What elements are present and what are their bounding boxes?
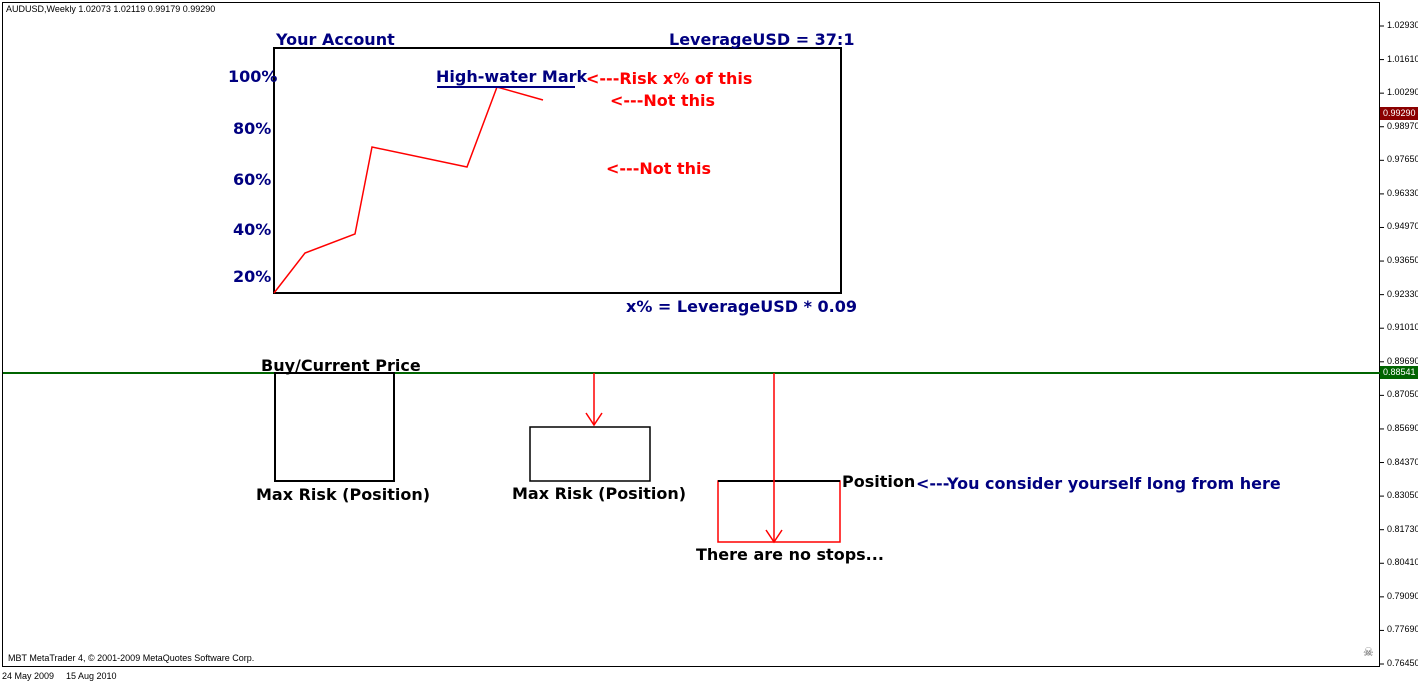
skull-icon[interactable]: ☠ <box>1363 645 1374 659</box>
line-price-tag: 0.88541 <box>1380 366 1418 379</box>
high-water-mark-label: High-water Mark <box>436 67 588 86</box>
y-axis-tick-label: 0.80410 <box>1387 557 1418 568</box>
y-axis-tick-label: 0.97650 <box>1387 154 1418 165</box>
y-axis-tick-label: 0.83050 <box>1387 490 1418 501</box>
equity-curve <box>273 86 544 294</box>
leverage-label: LeverageUSD = 37:1 <box>669 30 855 49</box>
y-label-80: 80% <box>233 119 272 138</box>
x-axis-date-2: 15 Aug 2010 <box>66 671 117 681</box>
y-axis-tick-label: 0.92330 <box>1387 288 1418 299</box>
y-axis-tick-label: 0.91010 <box>1387 322 1418 333</box>
y-axis-tick-label: 0.81730 <box>1387 523 1418 534</box>
y-label-100: 100% <box>228 67 278 86</box>
y-axis-tick-label: 1.01610 <box>1387 53 1418 64</box>
y-axis-tick-label: 0.98970 <box>1387 120 1418 131</box>
y-axis-tick-label: 0.79090 <box>1387 590 1418 601</box>
long-note: <---You consider yourself long from here <box>916 474 1281 493</box>
symbol-info: AUDUSD,Weekly 1.02073 1.02119 0.99179 0.… <box>6 4 216 14</box>
arrow-2-head <box>585 412 603 427</box>
copyright-text: MBT MetaTrader 4, © 2001-2009 MetaQuotes… <box>8 653 255 663</box>
y-axis-tick-label: 0.85690 <box>1387 422 1418 433</box>
y-axis-tick-label: 1.02930 <box>1387 20 1418 30</box>
formula-label: x% = LeverageUSD * 0.09 <box>626 297 857 316</box>
bid-price-tag: 0.99290 <box>1380 107 1418 120</box>
max-risk-label-1: Max Risk (Position) <box>256 485 431 504</box>
position-box <box>717 480 841 543</box>
chart-frame <box>2 2 1380 667</box>
max-risk-box-2 <box>529 426 651 482</box>
note-not-this-2: <---Not this <box>606 159 711 178</box>
max-risk-label-2: Max Risk (Position) <box>512 484 687 503</box>
buy-price-label: Buy/Current Price <box>261 356 421 375</box>
x-axis-date-1: 24 May 2009 <box>2 671 55 681</box>
y-axis-tick-label: 0.87050 <box>1387 389 1418 400</box>
no-stops-label: There are no stops... <box>696 545 884 564</box>
note-risk: <---Risk x% of this <box>586 69 753 88</box>
max-risk-box-1 <box>274 372 395 482</box>
y-axis-tick-label: 0.93650 <box>1387 255 1418 266</box>
y-label-60: 60% <box>233 170 272 189</box>
arrow-3-head <box>765 529 783 544</box>
y-axis-tick-label: 0.76450 <box>1387 658 1418 668</box>
y-axis-tick-label: 0.89690 <box>1387 355 1418 366</box>
y-axis-tick-marks <box>1380 25 1384 665</box>
note-not-this-1: <---Not this <box>610 91 715 110</box>
y-label-20: 20% <box>233 267 272 286</box>
y-label-40: 40% <box>233 220 272 239</box>
y-axis-tick-label: 0.84370 <box>1387 456 1418 467</box>
y-axis-tick-label: 0.96330 <box>1387 187 1418 198</box>
account-box <box>273 47 842 294</box>
position-label: Position <box>842 472 916 491</box>
account-title: Your Account <box>276 30 395 49</box>
y-axis-tick-label: 1.00290 <box>1387 87 1418 98</box>
y-axis-tick-label: 0.94970 <box>1387 221 1418 232</box>
y-axis-tick-label: 0.77690 <box>1387 624 1418 635</box>
